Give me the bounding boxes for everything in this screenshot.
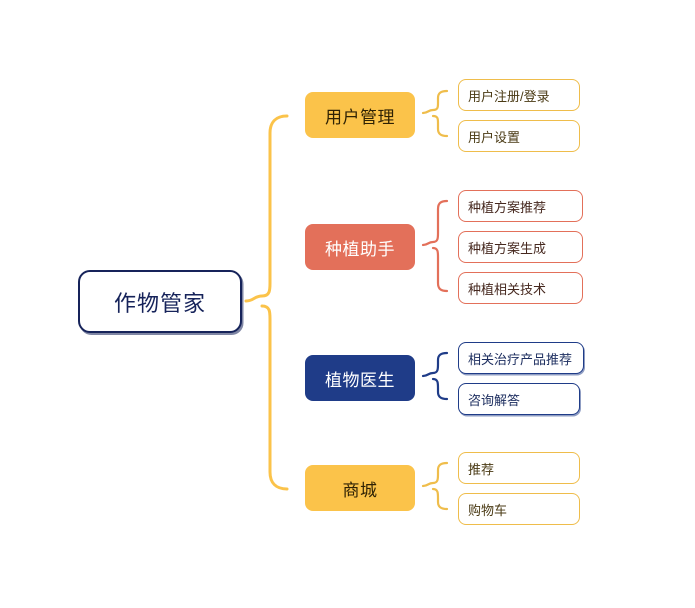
branch-node-plant-doctor[interactable]: 植物医生 xyxy=(305,355,415,401)
branch-node-label: 植物医生 xyxy=(325,370,395,390)
leaf-node-user-settings[interactable]: 用户设置 xyxy=(458,120,580,152)
brace-plant-doctor xyxy=(421,351,449,401)
leaf-node-label: 用户设置 xyxy=(468,129,521,145)
root-brace xyxy=(244,114,289,491)
branch-node-label: 种植助手 xyxy=(325,239,395,259)
branch-node-mall[interactable]: 商城 xyxy=(305,465,415,511)
root-node-label: 作物管家 xyxy=(113,290,206,316)
leaf-node-related-treatment-product-recommendation[interactable]: 相关治疗产品推荐 xyxy=(458,342,584,374)
leaf-node-label: 种植方案生成 xyxy=(468,240,547,256)
brace-planting-assistant xyxy=(421,199,449,293)
leaf-node-consultation-answer[interactable]: 咨询解答 xyxy=(458,383,580,415)
leaf-node-planting-related-technology[interactable]: 种植相关技术 xyxy=(458,272,583,304)
branch-node-planting-assistant[interactable]: 种植助手 xyxy=(305,224,415,270)
branch-node-label: 用户管理 xyxy=(325,107,395,127)
brace-user-management xyxy=(421,89,449,138)
brace-mall xyxy=(421,461,449,511)
leaf-node-label: 种植相关技术 xyxy=(468,281,547,297)
leaf-node-label: 咨询解答 xyxy=(468,392,521,408)
branch-node-user-management[interactable]: 用户管理 xyxy=(305,92,415,138)
leaf-node-planting-plan-generation[interactable]: 种植方案生成 xyxy=(458,231,583,263)
branch-node-label: 商城 xyxy=(342,480,378,500)
root-node[interactable]: 作物管家 xyxy=(78,270,242,333)
leaf-node-label: 购物车 xyxy=(468,502,508,518)
leaf-node-label: 用户注册/登录 xyxy=(468,88,550,104)
leaf-node-label: 相关治疗产品推荐 xyxy=(468,351,573,367)
leaf-node-recommendation[interactable]: 推荐 xyxy=(458,452,580,484)
leaf-node-label: 推荐 xyxy=(468,461,495,477)
leaf-node-shopping-cart[interactable]: 购物车 xyxy=(458,493,580,525)
leaf-node-label: 种植方案推荐 xyxy=(468,199,547,215)
leaf-node-user-register-login[interactable]: 用户注册/登录 xyxy=(458,79,580,111)
leaf-node-planting-plan-recommendation[interactable]: 种植方案推荐 xyxy=(458,190,583,222)
